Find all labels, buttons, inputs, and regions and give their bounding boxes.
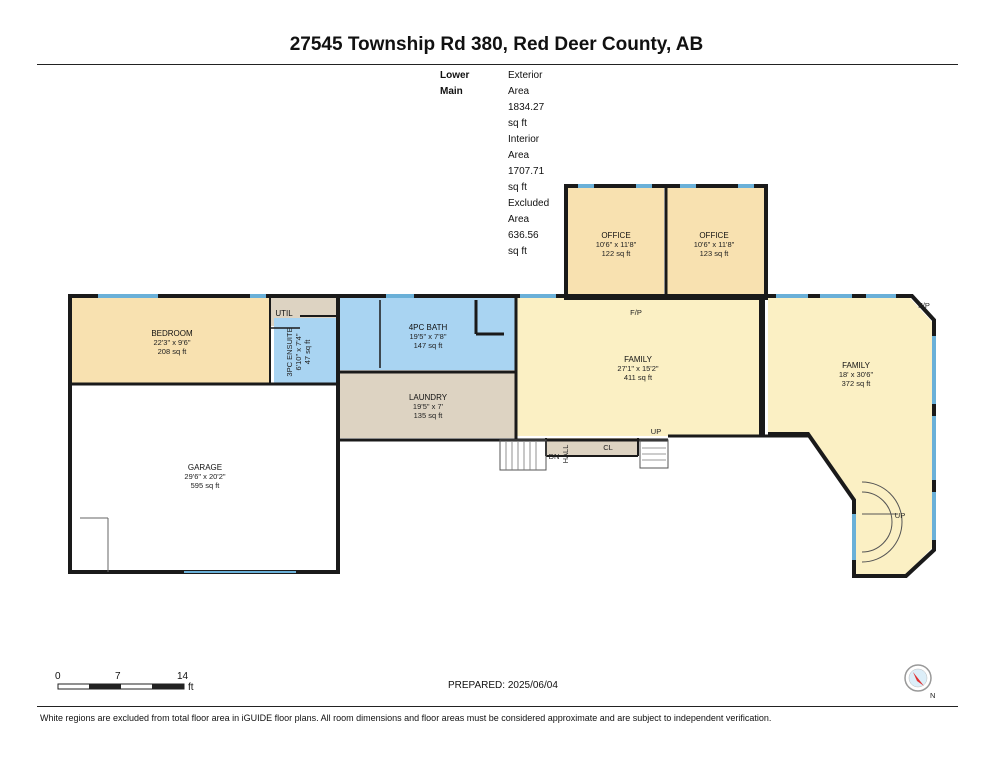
bedroom-name: BEDROOM bbox=[151, 329, 193, 338]
room-hall-closet bbox=[546, 438, 638, 456]
office-2-dims: 10'6" x 11'8" bbox=[694, 240, 735, 249]
disclaimer: White regions are excluded from total fl… bbox=[40, 713, 772, 723]
office-1-area: 122 sq ft bbox=[602, 249, 632, 258]
excluded-area: Excluded Area 636.56 sq ft bbox=[508, 198, 550, 257]
garage-dims: 29'6" x 20'2" bbox=[184, 472, 225, 481]
compass-icon bbox=[904, 664, 932, 692]
laundry-area: 135 sq ft bbox=[414, 411, 444, 420]
scale-unit: ft bbox=[188, 682, 194, 693]
scale-label-7: 7 bbox=[115, 671, 121, 682]
compass-north-label: N bbox=[930, 691, 935, 700]
family-2-area: 372 sq ft bbox=[842, 379, 872, 388]
level-name: Lower Main bbox=[440, 70, 470, 97]
family-2-name: FAMILY bbox=[842, 361, 871, 370]
scale-label-14: 14 bbox=[177, 671, 189, 682]
footer-rule bbox=[37, 706, 958, 707]
ensuite-dims: 6'10" x 7'4" bbox=[294, 333, 303, 370]
spiral-stair bbox=[861, 481, 903, 563]
room-bedroom bbox=[72, 298, 270, 384]
scale-bar bbox=[57, 683, 185, 690]
office-2-area: 123 sq ft bbox=[700, 249, 730, 258]
header-rule bbox=[37, 64, 958, 65]
room-family-2 bbox=[768, 298, 932, 574]
stairs-up-label-1: UP bbox=[651, 427, 661, 436]
page-title: 27545 Township Rd 380, Red Deer County, … bbox=[289, 34, 704, 55]
stairs bbox=[505, 442, 666, 470]
util-name: UTIL bbox=[275, 309, 293, 318]
family-2-dims: 18' x 30'6" bbox=[839, 370, 874, 379]
office-2-name: OFFICE bbox=[699, 231, 728, 240]
office-1-name: OFFICE bbox=[601, 231, 630, 240]
area-lines: Exterior Area 1834.27 sq ft Interior Are… bbox=[508, 68, 549, 260]
garage-area: 595 sq ft bbox=[191, 481, 221, 490]
fireplace-label-2: F/P bbox=[918, 301, 930, 310]
family-1-name: FAMILY bbox=[624, 355, 653, 364]
room-office-2 bbox=[666, 188, 764, 298]
scale-label-0: 0 bbox=[55, 671, 61, 682]
room-ensuite bbox=[274, 318, 336, 384]
stairs-up-label-2: UP bbox=[895, 511, 905, 520]
laundry-name: LAUNDRY bbox=[409, 393, 448, 402]
ensuite-area: 47 sq ft bbox=[303, 339, 312, 365]
room-laundry bbox=[338, 372, 516, 438]
prepared-date: PREPARED: 2025/06/04 bbox=[448, 680, 558, 691]
laundry-dims: 19'5" x 7' bbox=[413, 402, 444, 411]
stairs-down-label: DN bbox=[549, 452, 560, 461]
bath-area: 147 sq ft bbox=[414, 341, 444, 350]
office-1-dims: 10'6" x 11'8" bbox=[596, 240, 637, 249]
interior-area: Interior Area 1707.71 sq ft bbox=[508, 134, 545, 193]
room-office-1 bbox=[568, 188, 664, 298]
bath-dims: 19'5" x 7'8" bbox=[410, 332, 447, 341]
fireplace-label-1: F/P bbox=[630, 308, 642, 317]
windows bbox=[98, 184, 936, 573]
closet-label: CL bbox=[603, 443, 613, 452]
bath-name: 4PC BATH bbox=[409, 323, 448, 332]
bedroom-area: 208 sq ft bbox=[158, 347, 188, 356]
exterior-area: Exterior Area 1834.27 sq ft bbox=[508, 70, 545, 129]
room-family-1 bbox=[516, 298, 760, 436]
bedroom-dims: 22'3" x 9'6" bbox=[154, 338, 191, 347]
family-1-area: 411 sq ft bbox=[624, 373, 653, 382]
family-1-dims: 27'1" x 15'2" bbox=[617, 364, 658, 373]
garage-name: GARAGE bbox=[188, 463, 222, 472]
hall-label: HALL bbox=[561, 445, 570, 464]
ensuite-name: 3PC ENSUITE bbox=[285, 327, 294, 376]
